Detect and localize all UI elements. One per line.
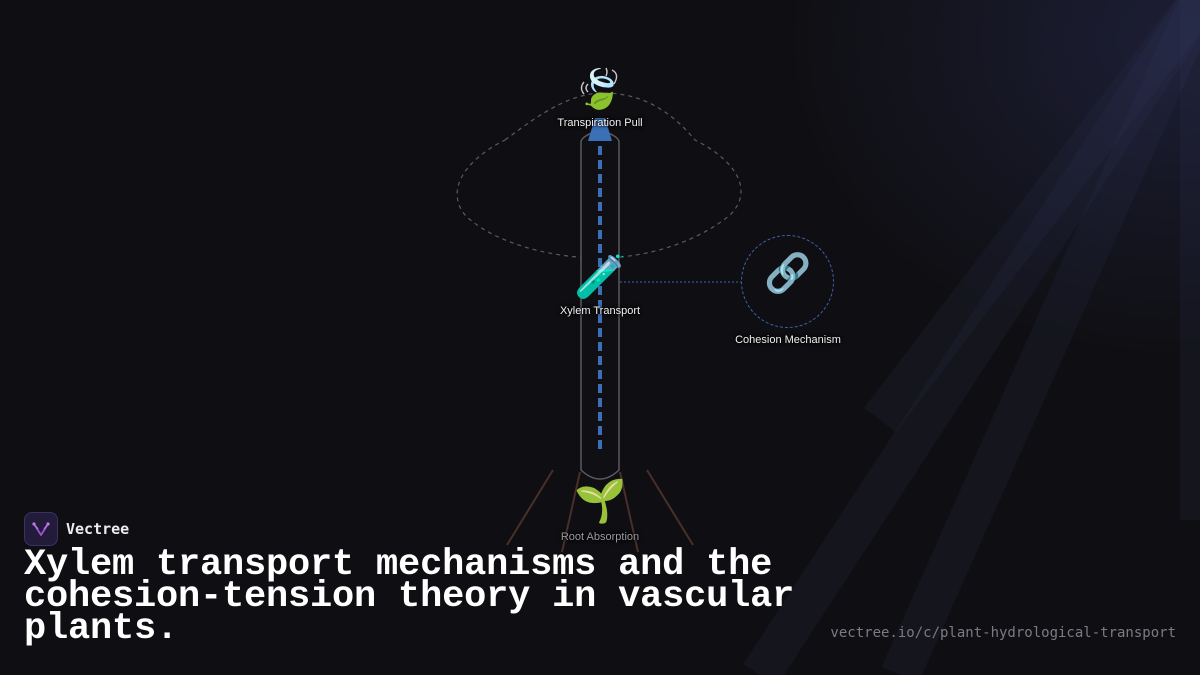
cohesion-label: Cohesion Mechanism [735,334,841,346]
roots-label: Root Absorption [560,531,640,543]
root-line [619,471,639,553]
brand-logo-mark [32,522,50,536]
transpiration-label: Transpiration Pull [557,117,643,129]
root-lines [506,469,694,553]
stomata-cone [588,118,612,141]
test-tube-icon: 🧪 [574,252,627,301]
xylem-label: Xylem Transport [559,305,641,317]
brand-logo-icon [24,512,58,546]
background-ray [743,0,1200,675]
leaf-icon: 🍃 [576,67,624,111]
background-ray [881,0,1200,675]
brand-name: Vectree [66,520,130,538]
page-title: Xylem transport mechanisms and the cohes… [24,544,795,650]
cohesion-node-ring [741,235,834,328]
root-line [646,469,694,546]
canopy-outline [456,92,742,259]
background-ray [864,0,1200,433]
seedling-icon: 🌱 [574,476,627,525]
brand[interactable]: Vectree [24,512,129,546]
root-line [561,471,581,553]
source-url[interactable]: vectree.io/c/plant-hydrological-transpor… [830,625,1176,641]
transpiration-waves [580,67,618,95]
root-line [506,469,554,546]
link-icon: 🔗 [764,251,812,295]
